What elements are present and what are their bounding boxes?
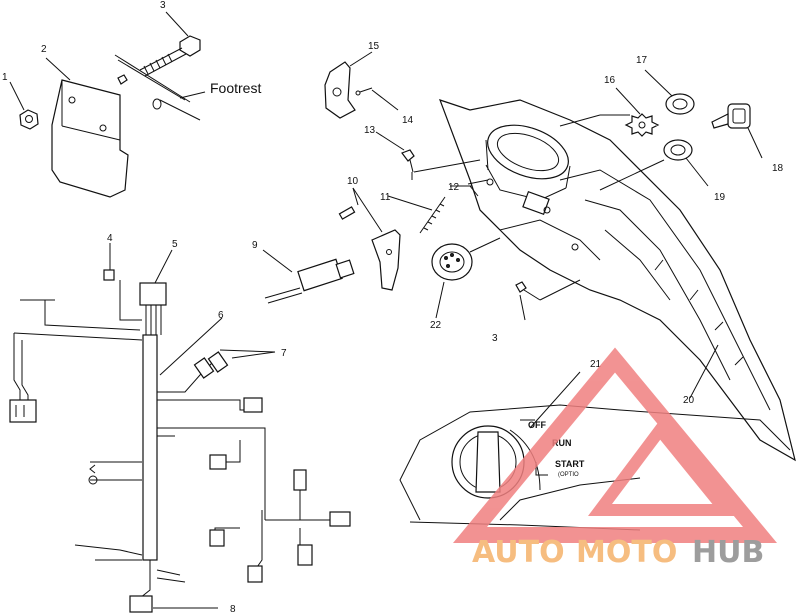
screw-part: [401, 149, 415, 173]
callout-16: 16: [604, 75, 616, 86]
switch-off-label: OFF: [528, 420, 546, 430]
footrest-label: Footrest: [210, 80, 261, 96]
callout-12: 12: [448, 182, 460, 193]
callout-11: 11: [380, 192, 391, 203]
callout-17: 17: [636, 55, 648, 66]
callout-21: 21: [590, 359, 602, 370]
callout-2: 2: [41, 44, 47, 55]
callout-3b: 3: [492, 333, 498, 344]
callout-4: 4: [107, 233, 113, 244]
spring-pin-part: [419, 196, 446, 234]
callout-10: 10: [347, 176, 359, 187]
ignition-key-part: [711, 103, 751, 129]
callout-15: 15: [368, 41, 380, 52]
callout-5: 5: [172, 239, 178, 250]
callout-6: 6: [218, 310, 224, 321]
callout-3: 3: [160, 0, 166, 11]
callout-19: 19: [714, 192, 726, 203]
callout-13: 13: [364, 125, 376, 136]
watermark-triangle-inner: [588, 420, 738, 516]
callout-7: 7: [281, 348, 287, 359]
console-housing-part: [438, 99, 796, 462]
watermark-text-auto: AUTO: [472, 535, 565, 570]
callout-1: 1: [2, 72, 8, 83]
callout-22: 22: [430, 320, 442, 331]
ignition-switch-part: [431, 237, 501, 281]
callout-14: 14: [402, 115, 414, 126]
mount-bracket-part: [324, 61, 356, 119]
watermark-logo: AUTO MOTO HUB: [452, 347, 778, 570]
nut-part: [19, 109, 39, 130]
terminal-part: [103, 269, 115, 281]
switch-start-sub-label: (OPTIO: [558, 472, 579, 478]
retainer-clip-part: [338, 206, 401, 291]
callout-18: 18: [772, 163, 784, 174]
watermark-text-hub: HUB: [692, 535, 764, 570]
small-screw-part: [355, 87, 373, 96]
washer-part: [663, 139, 693, 161]
console-screw-part: [515, 281, 541, 301]
star-washer-part: [624, 113, 660, 137]
callout-9: 9: [252, 240, 258, 251]
footrest-plate-part: [51, 74, 162, 198]
switch-start-label: START: [555, 459, 585, 469]
ignition-nut-part: [665, 93, 695, 115]
callout-20: 20: [683, 395, 695, 406]
bolt-part: [139, 35, 201, 77]
callout-8: 8: [230, 604, 236, 615]
switch-run-label: RUN: [552, 438, 572, 448]
connector-block-part: [139, 282, 167, 335]
wiring-harness-part: [9, 280, 351, 613]
kill-switch-part: [264, 258, 355, 304]
watermark-text-moto: MOTO: [576, 535, 677, 570]
watermark-triangle-outer: [452, 347, 778, 543]
